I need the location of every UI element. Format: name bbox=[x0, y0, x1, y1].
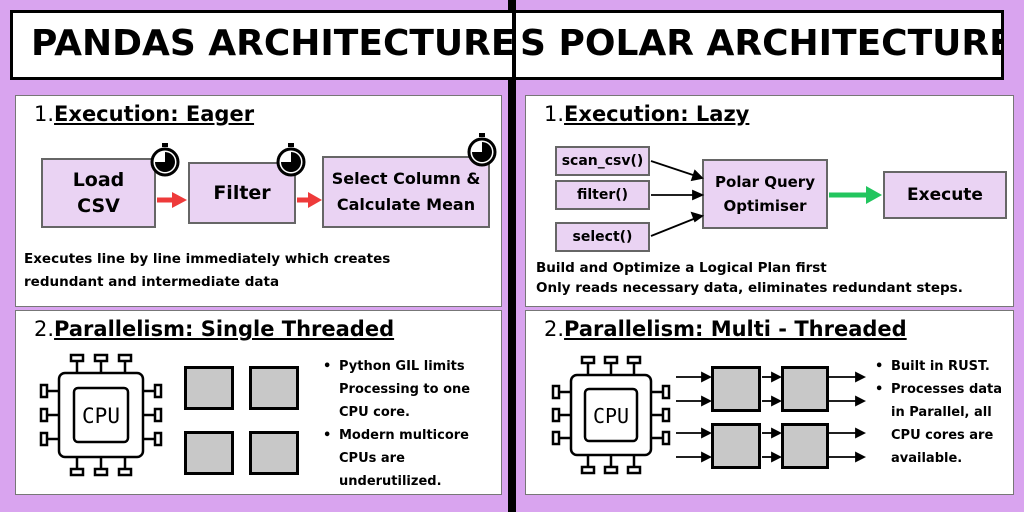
section-title: Parallelism: Multi - Threaded bbox=[564, 317, 907, 341]
section-title: Parallelism: Single Threaded bbox=[54, 317, 395, 341]
node-label: Execute bbox=[907, 185, 983, 205]
cpu-core-box bbox=[711, 423, 761, 469]
arrow-icon bbox=[650, 160, 704, 182]
cpu-core-box bbox=[184, 431, 234, 475]
stopwatch-icon bbox=[150, 143, 180, 177]
arrow-icon bbox=[651, 189, 705, 201]
red-arrow-icon bbox=[297, 192, 322, 208]
pandas-parallelism-bullets: Python GIL limits Processing to one CPU … bbox=[321, 355, 484, 493]
section-number: 1. bbox=[34, 102, 55, 126]
pandas-flow-arrows bbox=[157, 192, 322, 208]
cpu-core-box bbox=[711, 366, 761, 412]
select-mean-step: Select Column & Calculate Mean bbox=[322, 156, 490, 228]
cpu-chip-icon: CPU bbox=[551, 355, 867, 475]
section-number: 2. bbox=[544, 317, 565, 341]
stopwatch-icon bbox=[467, 133, 497, 167]
description-line: redundant and intermediate data bbox=[24, 274, 280, 290]
pandas-parallelism-heading: 2.Parallelism: Single Threaded bbox=[34, 317, 394, 341]
section-title: Execution: Eager bbox=[54, 102, 255, 126]
polar-parallelism-panel: 2.Parallelism: Multi - Threaded CPU bbox=[525, 310, 1014, 495]
arrow-icon bbox=[650, 211, 705, 237]
polar-parallelism-bullets: Built in RUST. Processes data in Paralle… bbox=[873, 355, 1016, 470]
node-label: Polar Query Optimiser bbox=[715, 173, 815, 215]
pandas-execution-description: Executes line by line immediately which … bbox=[24, 248, 390, 294]
bullet-text: Modern multicore CPUs are underutilized. bbox=[339, 428, 469, 489]
node-label: select() bbox=[572, 229, 633, 245]
title-bar-right: S POLAR ARCHITECTURE bbox=[513, 10, 1004, 80]
step-label: Filter bbox=[213, 182, 271, 204]
page-title-left: PANDAS ARCHITECTURE V bbox=[31, 23, 515, 64]
polar-parallelism-heading: 2.Parallelism: Multi - Threaded bbox=[544, 317, 907, 341]
pandas-column: PANDAS ARCHITECTURE V 1.Execution: Eager… bbox=[0, 0, 515, 512]
description-line: Executes line by line immediately which … bbox=[24, 251, 391, 267]
section-number: 2. bbox=[34, 317, 55, 341]
cpu-core-box bbox=[184, 366, 234, 410]
description-line: Build and Optimize a Logical Plan first bbox=[536, 260, 827, 276]
polar-execution-panel: 1.Execution: Lazy scan_csv() filter() se… bbox=[525, 95, 1014, 307]
step-label: Select Column & Calculate Mean bbox=[331, 169, 481, 214]
cpu-core-box bbox=[781, 366, 829, 412]
cpu-core-box bbox=[249, 431, 299, 475]
thread-arrows bbox=[676, 371, 867, 463]
polar-column: S POLAR ARCHITECTURE 1.Execution: Lazy s… bbox=[513, 0, 1024, 512]
bullet-item: Modern multicore CPUs are underutilized. bbox=[321, 424, 484, 493]
green-arrow-icon bbox=[829, 186, 882, 204]
bullet-item: Built in RUST. bbox=[873, 355, 1016, 378]
page-title-right: S POLAR ARCHITECTURE bbox=[520, 23, 1004, 64]
cpu-core-box bbox=[781, 423, 829, 469]
pandas-parallelism-panel: 2.Parallelism: Single Threaded CPU bbox=[15, 310, 502, 495]
polar-flow-arrows bbox=[650, 160, 882, 237]
title-bar-left: PANDAS ARCHITECTURE V bbox=[10, 10, 515, 80]
pandas-execution-panel: 1.Execution: Eager Load CSV Filter Selec… bbox=[15, 95, 502, 307]
execute-node: Execute bbox=[883, 171, 1007, 219]
filter-step: Filter bbox=[188, 162, 296, 224]
polar-execution-description: Build and Optimize a Logical Plan first … bbox=[536, 258, 963, 298]
cpu-label: CPU bbox=[82, 404, 120, 428]
stopwatch-icon bbox=[276, 143, 306, 177]
description-line: Only reads necessary data, eliminates re… bbox=[536, 280, 963, 296]
red-arrow-icon bbox=[157, 192, 187, 208]
section-number: 1. bbox=[544, 102, 565, 126]
scan-csv-node: scan_csv() bbox=[555, 146, 650, 176]
bullet-item: Processes data in Parallel, all CPU core… bbox=[873, 378, 1016, 470]
bullet-item: Python GIL limits Processing to one CPU … bbox=[321, 355, 484, 424]
filter-node: filter() bbox=[555, 180, 650, 210]
polar-execution-heading: 1.Execution: Lazy bbox=[544, 102, 749, 126]
load-csv-step: Load CSV bbox=[41, 158, 156, 228]
cpu-chip-icon: CPU bbox=[39, 353, 163, 477]
node-label: scan_csv() bbox=[561, 153, 644, 169]
bullet-text: Built in RUST. bbox=[891, 359, 990, 374]
node-label: filter() bbox=[576, 187, 629, 203]
pandas-execution-heading: 1.Execution: Eager bbox=[34, 102, 254, 126]
cpu-label: CPU bbox=[593, 404, 629, 428]
step-label: Load CSV bbox=[72, 169, 125, 217]
select-node: select() bbox=[555, 222, 650, 252]
cpu-core-box bbox=[249, 366, 299, 410]
bullet-text: Python GIL limits Processing to one CPU … bbox=[339, 359, 471, 420]
bullet-text: Processes data in Parallel, all CPU core… bbox=[891, 382, 1003, 466]
query-optimiser-node: Polar Query Optimiser bbox=[702, 159, 828, 229]
section-title: Execution: Lazy bbox=[564, 102, 750, 126]
